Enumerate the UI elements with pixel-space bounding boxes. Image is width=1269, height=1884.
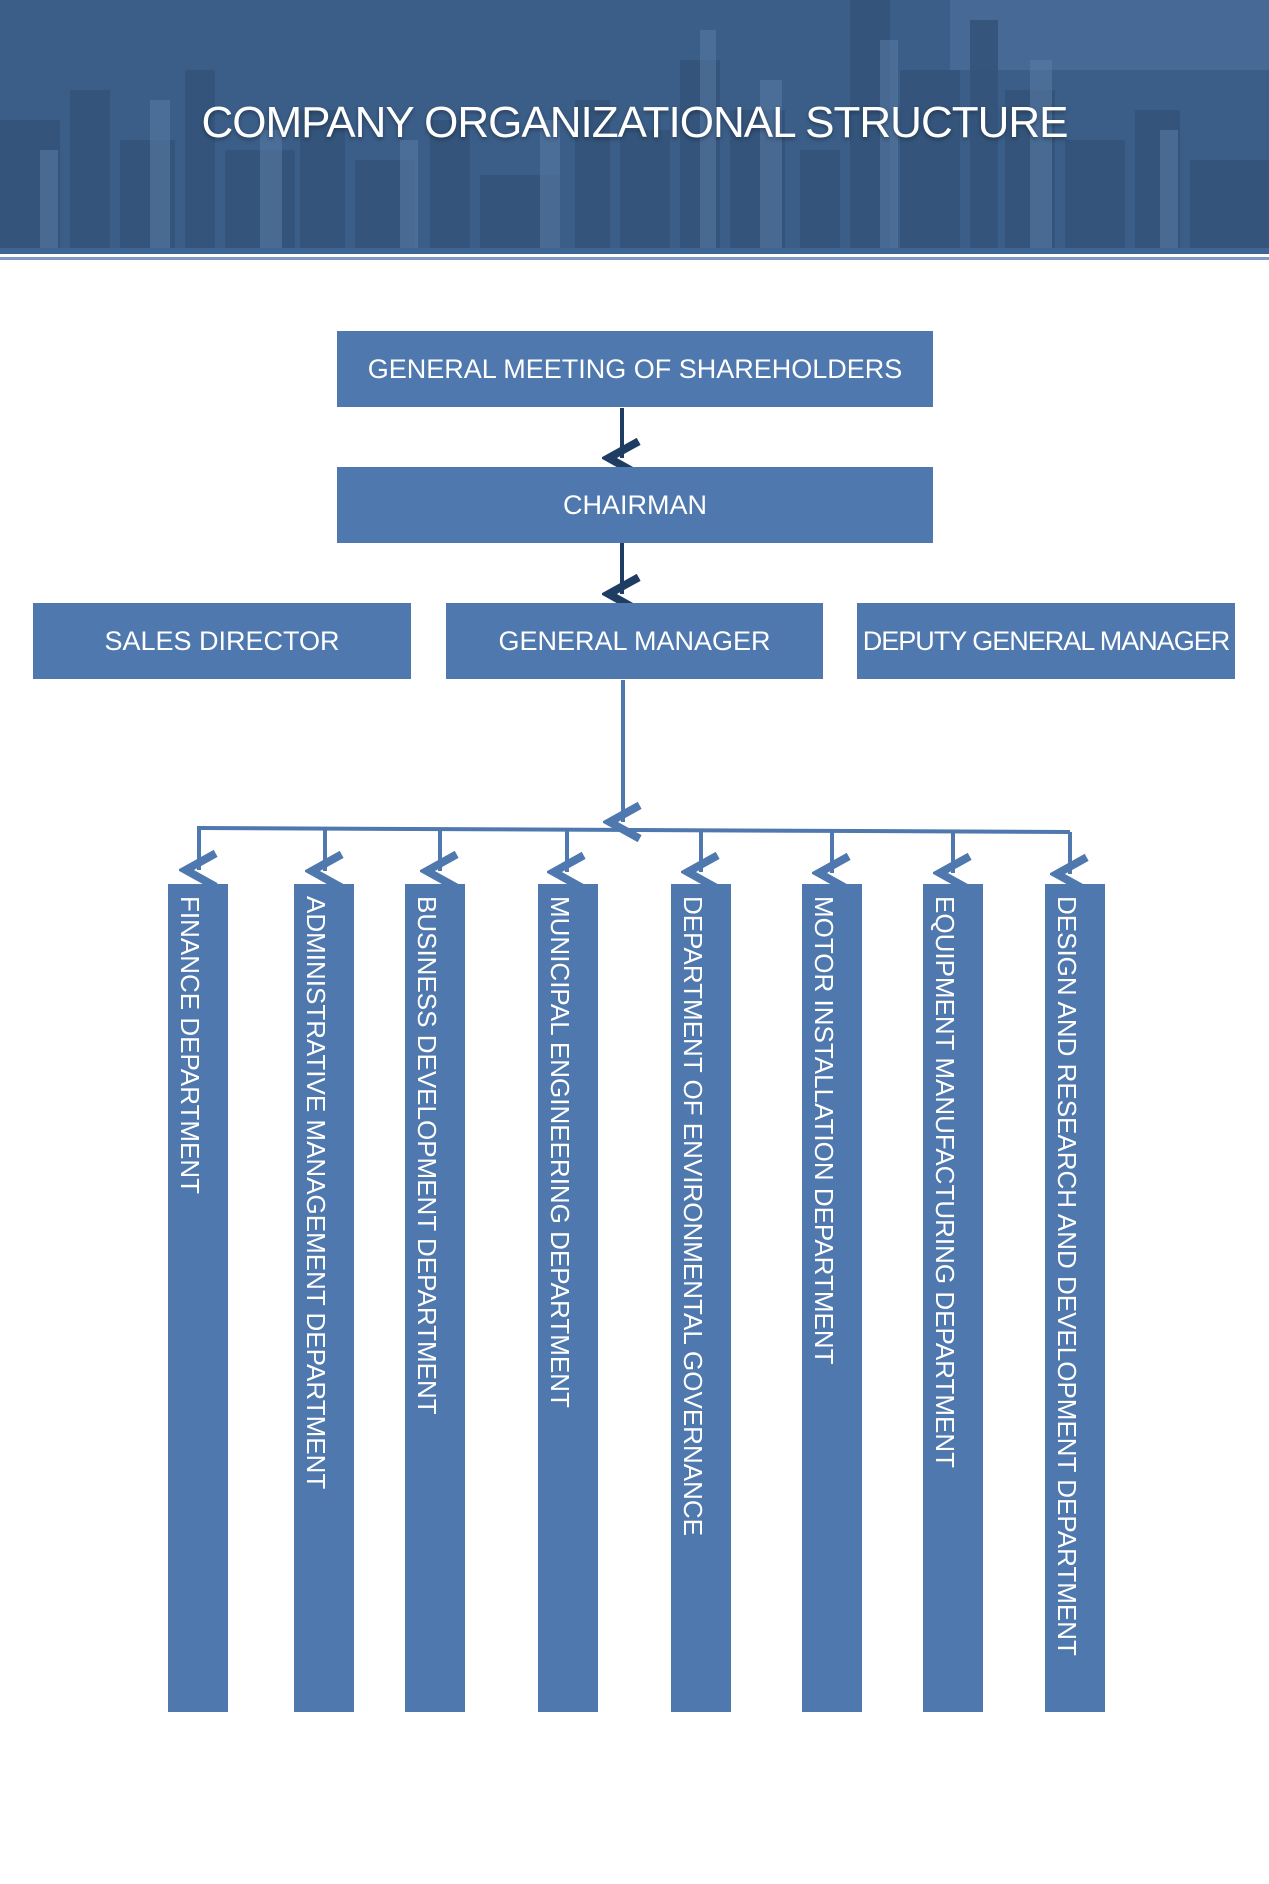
node-business-development-department: BUSINESS DEVELOPMENT DEPARTMENT <box>405 884 465 1712</box>
node-chairman: CHAIRMAN <box>337 467 933 543</box>
node-equipment-manufacturing-department: EQUIPMENT MANUFACTURING DEPARTMENT <box>923 884 983 1712</box>
department-bus-line <box>196 826 1071 834</box>
node-motor-installation-department: MOTOR INSTALLATION DEPARTMENT <box>802 884 862 1712</box>
node-deputy-general-manager: DEPUTY GENERAL MANAGER <box>857 603 1235 679</box>
header-divider-thin <box>0 257 1269 260</box>
node-shareholders: GENERAL MEETING OF SHAREHOLDERS <box>337 331 933 407</box>
node-municipal-engineering-department: MUNICIPAL ENGINEERING DEPARTMENT <box>538 884 598 1712</box>
header-divider <box>0 248 1269 254</box>
node-label: DEPUTY GENERAL MANAGER <box>862 625 1231 656</box>
node-label: DEPARTMENT OF ENVIRONMENTAL GOVERNANCE <box>678 896 708 1536</box>
node-label: FINANCE DEPARTMENT <box>175 896 205 1195</box>
node-label: DESIGN AND RESEARCH AND DEVELOPMENT DEPA… <box>1052 896 1082 1656</box>
node-sales-director: SALES DIRECTOR <box>33 603 411 679</box>
node-environmental-governance-department: DEPARTMENT OF ENVIRONMENTAL GOVERNANCE <box>671 884 731 1712</box>
node-administrative-department: ADMINISTRATIVE MANAGEMENT DEPARTMENT <box>294 884 354 1712</box>
node-label: MUNICIPAL ENGINEERING DEPARTMENT <box>545 896 575 1408</box>
node-label: GENERAL MEETING OF SHAREHOLDERS <box>367 353 903 384</box>
node-label: SALES DIRECTOR <box>104 625 340 656</box>
node-label: ADMINISTRATIVE MANAGEMENT DEPARTMENT <box>301 896 331 1490</box>
node-design-rd-department: DESIGN AND RESEARCH AND DEVELOPMENT DEPA… <box>1045 884 1105 1712</box>
city-skyline-image <box>0 0 1269 248</box>
node-label: CHAIRMAN <box>562 489 707 520</box>
node-label: GENERAL MANAGER <box>498 625 771 656</box>
node-label: EQUIPMENT MANUFACTURING DEPARTMENT <box>930 896 960 1469</box>
node-label: MOTOR INSTALLATION DEPARTMENT <box>809 896 839 1365</box>
node-general-manager: GENERAL MANAGER <box>446 603 823 679</box>
node-finance-department: FINANCE DEPARTMENT <box>168 884 228 1712</box>
page-title: COMPANY ORGANIZATIONAL STRUCTURE <box>201 98 1068 147</box>
header-banner: COMPANY ORGANIZATIONAL STRUCTURE <box>0 0 1269 248</box>
node-label: BUSINESS DEVELOPMENT DEPARTMENT <box>412 896 442 1415</box>
